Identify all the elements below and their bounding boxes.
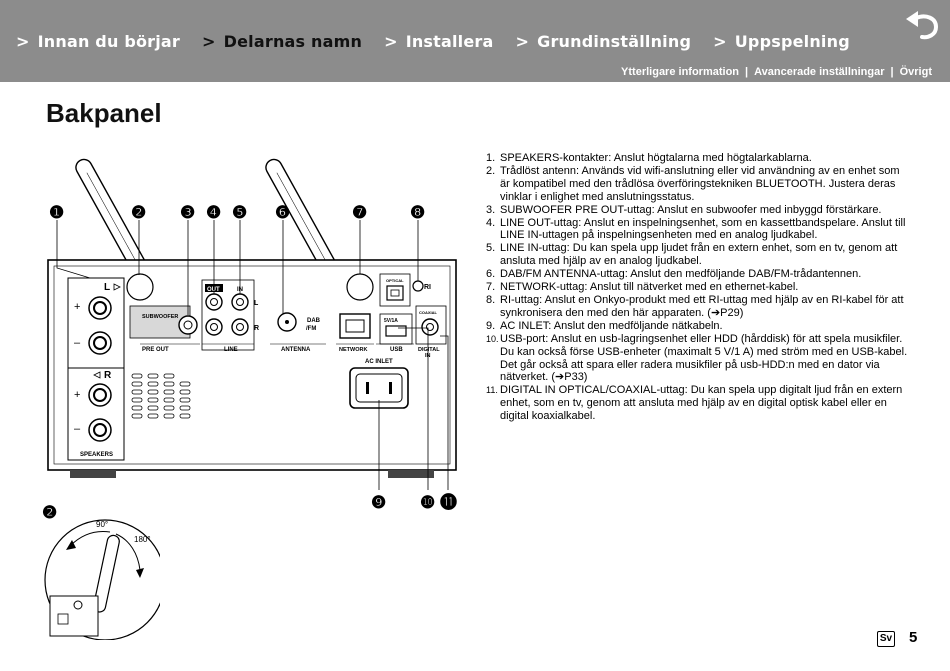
optical-and-ri: OPTICAL RI [379, 273, 431, 307]
callout-2-inset: ❷ [42, 503, 57, 522]
speakers-terminals: L + – R + – SPEAKERS [67, 277, 125, 461]
vent-slots [131, 373, 191, 419]
link-separator: | [890, 66, 894, 78]
usb-and-coaxial: 5V/1A USB COAXIAL DIGITAL IN [376, 305, 447, 359]
nav-uppspelning[interactable]: >Uppspelning [713, 32, 850, 51]
nav-grundinstallning[interactable]: >Grundinställning [515, 32, 692, 51]
svg-text:R: R [104, 370, 112, 381]
line-jacks: OUT IN L R LINE [201, 279, 259, 353]
parts-description-list: 1.SPEAKERS-kontakter: Anslut högtalarna … [486, 152, 912, 423]
list-item: 4.LINE OUT-uttag: Anslut en inspelningse… [486, 216, 906, 242]
antenna-angle-diagram: ❷ 90° 180° [42, 503, 160, 640]
callout-10: ❿ [420, 493, 435, 510]
link-separator: | [745, 66, 749, 78]
svg-text:DAB: DAB [307, 318, 321, 324]
top-nav-bar: >Innan du börjar >Delarnas namn >Install… [0, 0, 950, 82]
svg-text:/FM: /FM [306, 326, 316, 332]
list-item: 6.DAB/FM ANTENNA-uttag: Anslut den medfö… [486, 268, 862, 281]
subwoofer-pre-out: SUBWOOFER PRE OUT [129, 305, 200, 353]
callout-5: ❺ [232, 203, 247, 222]
callout-1: ❶ [49, 203, 64, 222]
svg-text:+: + [74, 301, 80, 313]
svg-text:–: – [74, 423, 81, 435]
svg-text:RI: RI [424, 284, 431, 291]
svg-text:COAXIAL: COAXIAL [419, 310, 438, 315]
nav-innan-du-borjar[interactable]: >Innan du börjar [16, 32, 181, 51]
svg-text:180°: 180° [134, 535, 151, 544]
list-item: 2.Trådlöst antenn: Används vid wifi-ansl… [486, 164, 900, 203]
svg-text:DIGITAL: DIGITAL [418, 347, 440, 353]
foot-left [70, 470, 116, 478]
callout-7: ❼ [352, 203, 367, 222]
nav-delarnas-namn[interactable]: >Delarnas namn [202, 32, 363, 51]
callout-6: ❻ [275, 203, 290, 222]
language-badge: Sv [877, 631, 895, 647]
svg-text:USB: USB [390, 347, 403, 353]
link-ovrigt[interactable]: Övrigt [899, 66, 932, 78]
svg-text:OUT: OUT [207, 287, 220, 293]
dab-fm-antenna-jack: DAB /FM ANTENNA [270, 312, 326, 353]
svg-text:+: + [74, 389, 80, 401]
svg-text:R: R [254, 325, 259, 332]
callout-3: ❸ [180, 203, 195, 222]
svg-text:ANTENNA: ANTENNA [281, 347, 311, 353]
list-item: 7.NETWORK-uttag: Anslut till nätverket m… [486, 281, 799, 294]
section-nav: >Innan du börjar >Delarnas namn >Install… [16, 32, 850, 51]
callout-2: ❷ [131, 203, 146, 222]
svg-text:–: – [74, 337, 81, 349]
callout-numbers: ❶ ❷ ❸ ❹ ❺ ❻ ❼ ❽ ❾ ❿ ⓫ [49, 203, 457, 510]
callout-11: ⓫ [440, 492, 457, 510]
svg-text:L: L [254, 300, 259, 307]
callout-8: ❽ [410, 203, 425, 222]
foot-right [388, 470, 434, 478]
rear-panel-diagram: L + – R + – SPEAKERS SUBWOOFER PRE OUT O… [47, 158, 457, 510]
svg-text:NETWORK: NETWORK [339, 347, 367, 353]
back-arrow-icon[interactable] [904, 10, 940, 42]
list-item: 3.SUBWOOFER PRE OUT-uttag: Anslut en sub… [486, 203, 882, 216]
page-title: Bakpanel [46, 98, 162, 128]
list-item: 5.LINE IN-uttag: Du kan spela upp ljudet… [486, 242, 898, 268]
svg-text:AC INLET: AC INLET [365, 359, 393, 365]
svg-text:5V/1A: 5V/1A [384, 318, 398, 324]
list-item: 1.SPEAKERS-kontakter: Anslut högtalarna … [486, 152, 812, 164]
list-item: 11.DIGITAL IN OPTICAL/COAXIAL-uttag: Du … [486, 384, 903, 423]
leader-lines [56, 220, 449, 490]
callout-9: ❾ [371, 493, 386, 510]
svg-text:90°: 90° [96, 520, 108, 529]
svg-text:LINE: LINE [224, 347, 238, 353]
svg-text:L: L [104, 282, 110, 293]
list-item: 9.AC INLET: Anslut den medföljande nätka… [486, 319, 723, 332]
link-avancerade-installningar[interactable]: Avancerade inställningar [754, 66, 885, 78]
sub-links: Ytterligare information | Avancerade ins… [621, 66, 932, 78]
svg-text:SPEAKERS: SPEAKERS [80, 452, 113, 458]
nav-installera[interactable]: >Installera [384, 32, 494, 51]
page-number: 5 [909, 629, 918, 646]
svg-text:PRE OUT: PRE OUT [142, 347, 169, 353]
list-item: 8.RI-uttag: Anslut en Onkyo-produkt med … [486, 293, 904, 319]
link-ytterligare-information[interactable]: Ytterligare information [621, 66, 740, 78]
svg-text:SUBWOOFER: SUBWOOFER [142, 314, 178, 320]
callout-4: ❹ [206, 203, 221, 222]
network-jack: NETWORK [336, 313, 374, 353]
svg-text:OPTICAL: OPTICAL [386, 278, 404, 283]
list-item: 10.USB-port: Anslut en usb-lagringsenhet… [486, 332, 908, 384]
